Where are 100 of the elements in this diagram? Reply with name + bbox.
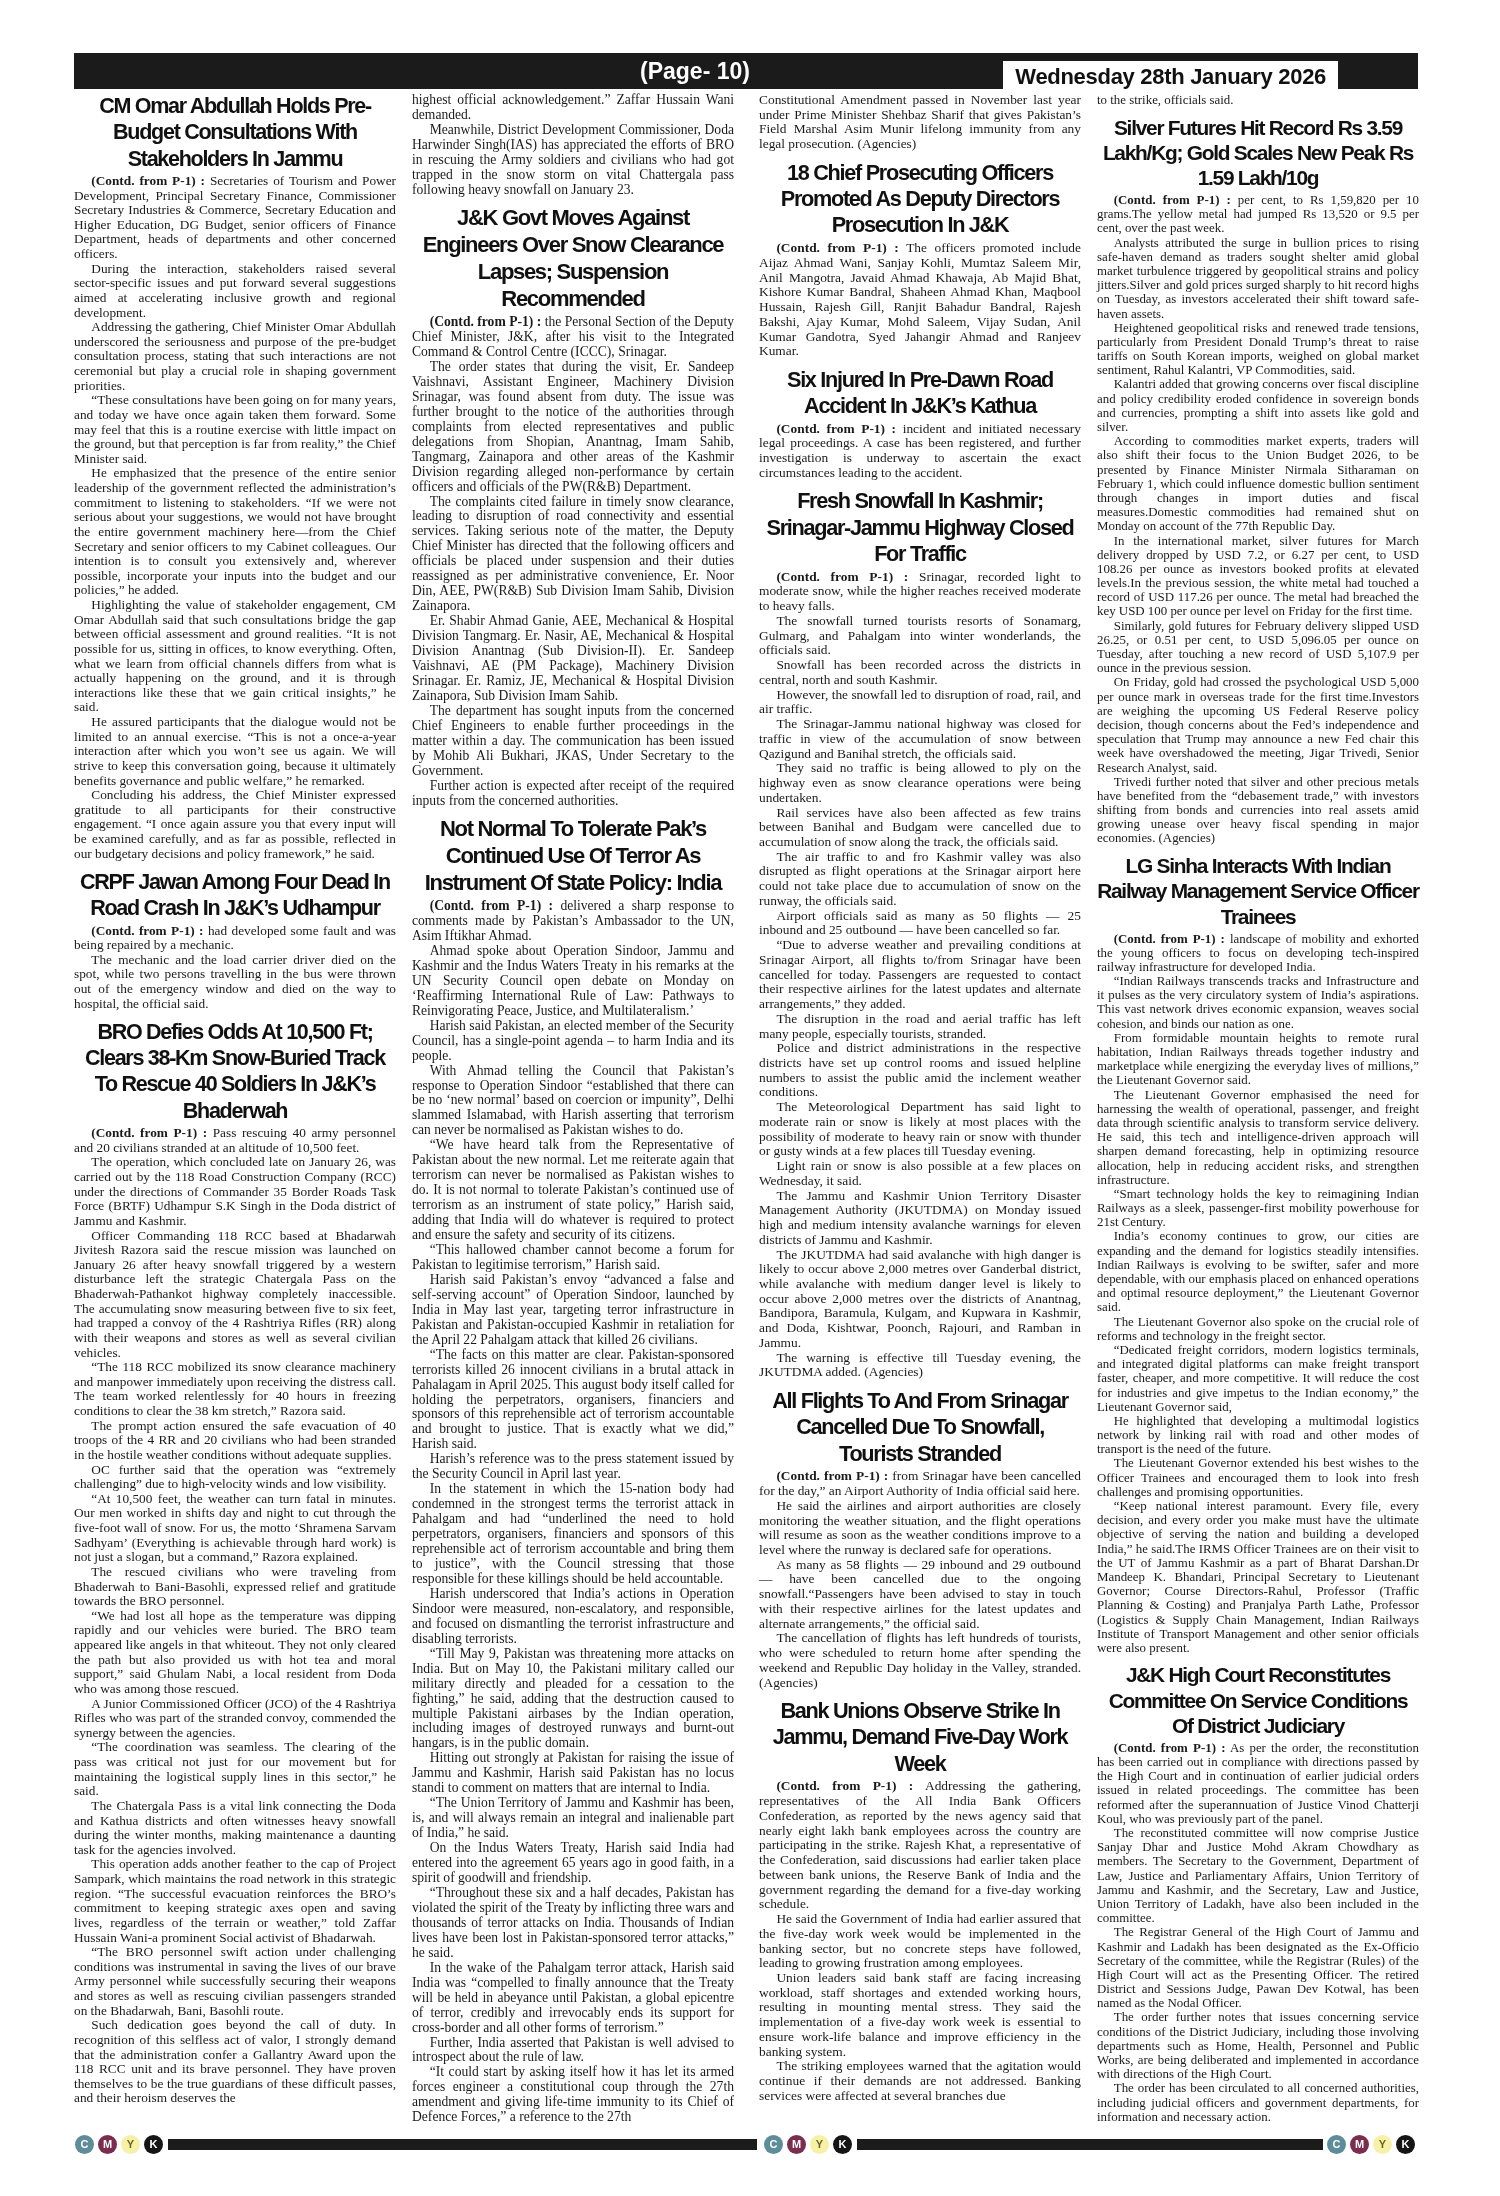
color-registration-mark: K (833, 2135, 852, 2154)
date-label: Wednesday 28th January 2026 (1003, 61, 1338, 90)
article-paragraph: The Lieutenant Governor extended his best wishes to the Officer Trainees and encouraged them to look into fresh challenges and promising opportunities. (1097, 1456, 1419, 1499)
article-paragraph: Heightened geopolitical risks and renewed trade tensions, particularly from President Donald Trump’s threat to raise tariffs on South Korean imports, weighed on global market sentiment, Rahul Kalantri, VP Commodities, said. (1097, 320, 1419, 378)
article-paragraph: (Contd. from P-1) : per cent, to Rs 1,59,820 per 10 grams.The yellow metal had jumped Rs 13,520 or 9.5 per cent, over the past week. (1097, 193, 1419, 236)
article-paragraph: He highlighted that developing a multimodal logistics network by linking rail with road and other modes of transport is the need of the future. (1097, 1413, 1419, 1457)
article-paragraph: The Registrar General of the High Court of Jammu and Kashmir and Ladakh has been designated as the Ex-Officio Secretary of the committee, while the Registrar (Rules) of the High Court will act as the Presenting Officer. The retired District and Sessions Judge, Pawan Dev Kotwal, has been named as the Nodal Officer. (1097, 1925, 1419, 2011)
article-paragraph: In the statement in which the 15-nation body had condemned in the strongest terms the terrorist attack in Pahalgam and had “underlined the need to hold perpetrators, organisers, financiers and sponsors of this reprehensible act of terrorism accountable and bring them to justice”, with the Council stressing that those responsible for these killings should be held accountable. (412, 1482, 734, 1587)
article-paragraph: The rescued civilians who were traveling from Bhaderwah to Bani-Basohli, expressed relief and gratitude towards the BRO personnel. (74, 1564, 396, 1609)
article-paragraph: The snowfall turned tourists resorts of Sonamarg, Gulmarg, and Pahalgam into winter wonderlands, the officials said. (759, 613, 1081, 659)
article-paragraph: The JKUTDMA had said avalanche with high danger is likely to occur above 2,000 metres over Ganderbal district, while avalanche with medium danger level is likely to occur above 2,000 metres over the districts of Anantnag, Bandipora, Baramula, Kulgam, and Kupwara in Kashmir, and Doda, Kishtwar, Poonch, Rajouri, and Ramban in Jammu. (759, 1247, 1081, 1351)
article-paragraph: “The 118 RCC mobilized its snow clearance machinery and manpower immediately upon receiving the distress call. The team worked relentlessly for 40 hours in freezing conditions to clear the 38 km stretch,” Razora said. (74, 1360, 396, 1419)
article-paragraph: The prompt action ensured the safe evacuation of 40 troops of the 4 RR and 20 civilians who had been stranded in the hostile weather conditions without adequate supplies. (74, 1418, 396, 1463)
article-paragraph: “Dedicated freight corridors, modern logistics terminals, and integrated digital platforms can make freight transport faster, cheaper, and more competitive. It will reduce the cost for industries and give impetus to the Indian economy,” the Lieutenant Governor said, (1097, 1342, 1419, 1414)
article-paragraph: (Contd. from P-1) : As per the order, the reconstitution has been carried out in compliance with directions passed by the High Court and in continuation of earlier judicial orders issued in related proceedings. The committee has been reformed after the superannuation of Justice Vinod Chatterji Koul, who was previously part of the panel. (1097, 1740, 1419, 1827)
article-paragraph: They said no traffic is being allowed to ply on the highway even as snow clearance operations were being undertaken. (759, 761, 1081, 806)
article-paragraph: “Throughout these six and a half decades, Pakistan has violated the spirit of the Treaty by inflicting three wars and thousands of terror attacks on India. Thousands of Indian lives have been lost in Pakistan-sponsored terror attacks,” he said. (412, 1885, 734, 1961)
article-paragraph: (Contd. from P-1) : delivered a sharp response to comments made by Pakistan’s Ambassador to the UN, Asim Iftikhar Ahmad. (412, 899, 734, 944)
article-paragraph: Light rain or snow is also possible at a few places on Wednesday, it said. (759, 1159, 1081, 1189)
article-paragraph: The reconstituted committee will now comprise Justice Sanjay Dhar and Justice Mohd Akram Chowdhary as members. The Secretary to the Government, Department of Law, Justice and Parliamentary Affairs, Union Territory of Jammu and Kashmir, and the Secretary, Law and Justice, Union Territory of Ladakh, have also been included in the committee. (1097, 1826, 1419, 1926)
article-paragraph: (Contd. from P-1) : from Srinagar have been cancelled for the day,” an Airport Authority of India official said here. (759, 1469, 1081, 1499)
page-number: (Page- 10) (640, 58, 750, 85)
article-paragraph: Harish’s reference was to the press statement issued by the Security Council in April last year. (412, 1452, 734, 1483)
article-paragraph: Snowfall has been recorded across the districts in central, north and south Kashmir. (759, 658, 1081, 688)
article-paragraph: Kalantri added that growing concerns over fiscal discipline and policy credibility eroded confidence in sovereign bonds and currencies, prompting a shift into assets like gold and silver. (1097, 377, 1419, 435)
article-paragraph: The order further notes that issues concerning service conditions of the District Judiciary, including those involving departments such as Home, Health, Personnel and Public Works, are being deliberated and implemented in accordance with directions of the High Court. (1097, 2010, 1419, 2082)
article-paragraph: In the international market, silver futures for March delivery dropped by USD 7.2, or 6.27 per cent, to USD 108.26 per ounce as investors booked profits at elevated levels.In the previous session, the white metal had touched a record of USD 117.26 per ounce. The metal had breached the key USD 100 per ounce per level on Friday for the first time. (1097, 533, 1419, 619)
article-paragraph: “Till May 9, Pakistan was threatening more attacks on India. But on May 10, the Pakistani military called our military directly and pleaded for a cessation to the fighting,” he said, adding that the destruction caused to multiple Pakistani airbases by the Indian operation, including images of destroyed runways and burnt-out hangars, is in the public domain. (412, 1646, 734, 1751)
article-paragraph: Officer Commanding 118 RCC based at Bhadarwah Jivitesh Razora said the rescue mission was launched on January 26 after heavy snowfall triggered by a western disturbance left the strategic Chatergala Pass on the Bhaderwah-Pathankot highway completely inaccessible. The accumulating snow measuring between five to six feet, had trapped a convoy of the 4 Rashtriya Rifles (RR) along with their weapons and stores as well as several civilian vehicles. (74, 1228, 396, 1361)
headline: CRPF Jawan Among Four Dead In Road Crash In J&K’s Udhampur (79, 868, 391, 922)
color-registration-mark: M (1350, 2135, 1369, 2154)
article-paragraph: “The Union Territory of Jammu and Kashmir has been, is, and will always remain an integral and inalienable part of India,” he said. (412, 1796, 734, 1842)
article-paragraph: He said the Government of India had earlier assured that the five-day work week would be implemented in the banking sector, but no concrete steps have followed, leading to growing frustration among employees. (759, 1912, 1081, 1971)
article-paragraph: The striking employees warned that the agitation would continue if their demands are not addressed. Banking services were affected at several branches due (759, 2059, 1081, 2104)
color-registration-mark: K (144, 2135, 163, 2154)
article-paragraph: (Contd. from P-1) : Secretaries of Tourism and Power Development, Principal Secretary Finance, Commissioner Secretary Industries & Commerce, Secretary Education and Higher Education, DG Budget, senior officers of Finance Department, heads of departments and other concerned officers. (74, 174, 396, 262)
article-paragraph: (Contd. from P-1) : the Personal Section of the Deputy Chief Minister, J&K, after his visit to the Integrated Command & Control Centre (ICCC), Srinagar. (412, 315, 734, 360)
article-paragraph: The warning is effective till Tuesday evening, the JKUTDMA added. (Agencies) (759, 1350, 1081, 1381)
article-paragraph: Rail services have also been affected as few trains between Banihal and Budgam were cancelled due to accumulation of snow along the track, the officials said. (759, 805, 1081, 850)
article-paragraph: Meanwhile, District Development Commissioner, Doda Harwinder Singh(IAS) has appreciated the efforts of BRO in rescuing the Army soldiers and civilians who had got trapped in the snow storm on vital Chattergala pass following heavy snowfall on January 23. (412, 122, 734, 198)
color-registration-mark: C (1327, 2135, 1346, 2154)
article-paragraph: The Lieutenant Governor emphasised the need for harnessing the wealth of operational, passenger, and freight data through scientific analysis to transform service delivery. He said, this tech and intelligence-driven approach will sharpen demand forecasting, help in optimizing resource allocation, help in reducing accident risks, and strengthen infrastructure. (1097, 1087, 1419, 1187)
article-paragraph: He assured participants that the dialogue would not be limited to an annual exercise. “This is not a once-a-year interaction after which you won’t see us again. We will strive to keep this conversation going, because it ultimately benefits governance and public welfare,” he remarked. (74, 715, 396, 789)
article-paragraph: (Contd. from P-1) : incident and initiated necessary legal proceedings. A case has been registered, and further investigation is underway to ascertain the exact circumstances leading to the accident. (759, 421, 1081, 481)
article-paragraph: “We have heard talk from the Representative of Pakistan about the new normal. Let me reiterate again that terrorism can never be normalised as Pakistan wishes to do. It is not normal to tolerate Pakistan’s continued use of terrorism as an instrument of state policy,” Harish said, adding that India will do whatever is required to protect and ensure the safety and security of its citizens. (412, 1138, 734, 1243)
article-paragraph: OC further said that the operation was “extremely challenging” due to high-velocity winds and low visibility. (74, 1462, 396, 1492)
article-paragraph: “The facts on this matter are clear. Pakistan-sponsored terrorists killed 26 innocent civilians in a brutal attack in Pahalagam in April 2025. This august body itself called for holding the perpetrators, organisers, financiers and sponsors of this reprehensible act of terrorism accountable and brought to justice. That is exactly what we did,” Harish said. (412, 1347, 734, 1452)
article-paragraph: The complaints cited failure in timely snow clearance, leading to disruption of road connectivity and essential services. Taking serious note of the matter, the Deputy Chief Minister has directed that the following officers and officials be placed under suspension and their duties reassigned as per administrative convenience, Er. Noor Din, AEE, PW(R&B) Sub Division Imam Sahib, Division Zainapora. (412, 494, 734, 615)
article-paragraph: Further, India asserted that Pakistan is well advised to introspect about the rule of law. (412, 2035, 734, 2065)
headline: J&K High Court Reconstitutes Committee On Service Conditions Of District Judiciary (1107, 1662, 1409, 1739)
color-registration-mark: C (75, 2135, 94, 2154)
article-paragraph: As many as 58 flights — 29 inbound and 29 outbound — have been cancelled due to the ongoing snowfall.“Passengers have been advised to stay in touch with their respective airlines for the latest updates and alternate arrangements,” the official said. (759, 1557, 1081, 1632)
headline: Fresh Snowfall In Kashmir; Srinagar-Jammu Highway Closed For Traffic (765, 488, 1075, 568)
article-paragraph: According to commodities market experts, traders will also shift their focus to the Union Budget 2026, to be presented by Finance Minister Nirmala Sitharaman on February 1, which could influence domestic bullion sentiment through changes in import duties and fiscal measures.Domestic commodities had remained shut on Monday on account of the 77th Republic Day. (1097, 434, 1419, 534)
headline: Bank Unions Observe Strike In Jammu, Demand Five-Day Work Week (771, 1697, 1069, 1778)
article-paragraph: Police and district administrations in the respective districts have set up control rooms and issued helpline numbers to assist the public amid the inclement weather conditions. (759, 1041, 1081, 1101)
article-paragraph: India’s economy continues to grow, our cities are expanding and the demand for logistics steadily intensifies. Indian Railways is evolving to be swifter, safer and more dependable, with our emphasis placed on enhanced operations and optimal resource deployment,” the Lieutenant Governor said. (1097, 1229, 1419, 1315)
article-paragraph: “This hallowed chamber cannot become a forum for Pakistan to legitimise terrorism,” Harish said. (412, 1243, 734, 1273)
article-paragraph: The mechanic and the load carrier driver died on the spot, while two persons travelling in the bus were thrown out of the emergency window and died on the way to hospital, the official said. (74, 952, 396, 1012)
article-paragraph: A Junior Commissioned Officer (JCO) of the 4 Rashtriya Rifles who was part of the stranded convoy, commended the synergy between the agencies. (74, 1696, 396, 1741)
headline: LG Sinha Interacts With Indian Railway Management Service Officer Trainees (1097, 852, 1419, 930)
article-paragraph: Highlighting the value of stakeholder engagement, CM Omar Abdullah said that such consultations bridge the gap between official assessment and ground realities. “It is not possible for us, sitting in offices, to know everything. Often, what we learn from official channels differs from what is actually happening on the ground, and it is through interactions like these that we gain critical insights,” he said. (74, 598, 396, 716)
article-paragraph: In the wake of the Pahalgam terror attack, Harish said India was “compelled to finally announce that the Treaty will be held in abeyance until Pakistan, a global epicentre of terror, credibly and irrevocably ends its support for cross-border and all other forms of terrorism.” (412, 1960, 734, 2036)
article-paragraph: The disruption in the road and aerial traffic has left many people, especially tourists, stranded. (759, 1011, 1081, 1042)
article-paragraph: From formidable mountain heights to remote rural habitation, Indian Railways threads together industry and marketplace while energizing the everyday lives of millions,” the Lieutenant Governor said. (1097, 1030, 1419, 1088)
color-registration-mark: Y (810, 2135, 829, 2154)
article-paragraph: highest official acknowledgement.” Zaffar Hussain Wani demanded. (412, 93, 734, 123)
article-paragraph: (Contd. from P-1) : Pass rescuing 40 army personnel and 20 civilians stranded at an altitude of 10,500 feet. (74, 1126, 396, 1156)
color-registration-mark: M (787, 2135, 806, 2154)
article-paragraph: The Jammu and Kashmir Union Territory Disaster Management Authority (JKUTDMA) on Monday issued high and medium intensity avalanche warnings for eleven districts of Jammu and Kashmir. (759, 1188, 1081, 1248)
article-paragraph: “At 10,500 feet, the weather can turn fatal in minutes. Our men worked in shifts day and night to cut through the five-foot wall of snow. For us, the motto ‘Shramena Sarvam Sadhyam’ (Everything is achievable through hard work) is not just a slogan, but a command,” Razora explained. (74, 1491, 396, 1565)
article-paragraph: Further action is expected after receipt of the required inputs from the concerned authorities. (412, 778, 734, 809)
article-paragraph: The department has sought inputs from the concerned Chief Engineers to enable further proceedings in the matter within a day. The communication has been issued by Mohib Ali Bukhari, JKAS, Under Secretary to the Government. (412, 703, 734, 779)
article-paragraph: This operation adds another feather to the cap of Project Sampark, which maintains the road network in this strategic region. “The successful evacuation reinforces the BRO’s commitment to keeping strategic axes open and saving lives, regardless of the terrain or weather,” told Zaffar Hussain Wani-a prominent Social activist of Bhadarwah. (74, 1857, 396, 1946)
article-paragraph: (Contd. from P-1) : The officers promoted include Aijaz Ahmad Wani, Sanjay Kohli, Mumtaz Saleem Mir, Anil Mangotra, Javaid Ahmad Khawaja, Ab Majid Bhat, Kishore Kumar Bandral, Shaheen Ahmad Khan, Maqbool Hussain, Rajesh Gill, Ranjit Bahadur Bandral, Rajesh Bakshi, Ajay Kumar, Mohd Saleem, Vijay Sudan, Anil Kumar Gandotra, Syed Jahangir Ahmad and Ranjeev Kumar. (759, 241, 1081, 359)
article-paragraph: Addressing the gathering, Chief Minister Omar Abdullah underscored the seriousness and purpose of the pre-budget consultation process, stating that such interactions are not ceremonial but play a crucial role in shaping government priorities. (74, 320, 396, 394)
headline: All Flights To And From Srinagar Cancelled Due To Snowfall, Tourists Stranded (771, 1387, 1070, 1468)
article-paragraph: On the Indus Waters Treaty, Harish said India had entered into the agreement 65 years ago in good faith, in a spirit of goodwill and friendship. (412, 1841, 734, 1886)
article-paragraph: (Contd. from P-1) : had developed some fault and was being repaired by a mechanic. (74, 923, 396, 953)
article-paragraph: Such dedication goes beyond the call of duty. In recognition of this selfless act of valor, I strongly demand that the administration confer a Gallantry Award upon the 118 RCC unit and its brave personnel. They have proven themselves to be the true guardians of these difficult passes, and their heroism deserves the (74, 2018, 396, 2106)
headline: BRO Defies Odds At 10,500 Ft; Clears 38-Km Snow-Buried Track To Rescue 40 Soldiers In J&K’s Bhaderwah (84, 1018, 387, 1124)
article-paragraph: (Contd. from P-1) : Srinagar, recorded light to moderate snow, while the higher reaches received moderate to heavy falls. (759, 569, 1081, 614)
article-paragraph: Harish said Pakistan, an elected member of the Security Council, has a single-point agenda – to harm India and its people. (412, 1018, 734, 1064)
article-paragraph: “The coordination was seamless. The clearing of the pass was critical not just for our movement but for maintaining the logistical supply lines in this sector,” he said. (74, 1740, 396, 1799)
article-paragraph: The Meteorological Department has said light to moderate rain or snow is likely at most places with the possibility of moderate to heavy rain or snow with thunder or gusty winds at a few places till Tuesday evening. (759, 1100, 1081, 1160)
headline: Not Normal To Tolerate Pak’s Continued Use Of Terror As Instrument Of State Policy: India (423, 816, 723, 897)
color-registration-mark: Y (121, 2135, 140, 2154)
article-paragraph: Er. Shabir Ahmad Ganie, AEE, Mechanical & Hospital Division Tangmarg. Er. Nasir, AE, Mechanical & Hospital Division Anantnag (Sub Division-II). Er. Sandeep Vaishnavi, AE (PM Package), Machinery Division Srinagar. Er. Ramiz, JE, Mechanical & Hospital Division Zainapora, Sub Division Imam Sahib. (412, 614, 734, 704)
article-paragraph: He said the airlines and airport authorities are closely monitoring the weather situation, and the flight operations will resume as soon as the weather conditions improve to a level where the runway is declared safe for operations. (759, 1498, 1081, 1558)
article-paragraph: Concluding his address, the Chief Minister expressed gratitude to all participants for their constructive engagement. “I once again assure you that every input will be examined carefully, and as far as possible, reflected in our budgetary decisions and policy framework,” he said. (74, 788, 396, 862)
headline: J&K Govt Moves Against Engineers Over Snow Clearance Lapses; Suspension Recommended (421, 205, 725, 313)
color-registration-mark: K (1396, 2135, 1415, 2154)
article-paragraph: Analysts attributed the surge in bullion prices to rising safe-haven demand as traders sought shelter amid global market turbulence triggered by geopolitical strains and policy jitters.Silver and gold prices surged sharply to hit record highs on Tuesday, as investors accelerated their shift toward safe-haven assets. (1097, 235, 1419, 321)
article-paragraph: “These consultations have been going on for many years, and today we have once again taken them forward. Some may feel that this is a routine exercise with little impact on the ground, but that perception is far from reality,” the Chief Minister said. (74, 393, 396, 467)
article-paragraph: The order has been circulated to all concerned authorities, including judicial officers and government departments, for information and necessary action. (1097, 2081, 1419, 2124)
article-paragraph: “It could start by asking itself how it has let its armed forces engineer a constitutional coup through the 27th amendment and giving life-time immunity to its Chief of Defence Forces,” a reference to the 27th (412, 2065, 734, 2126)
article-paragraph: The operation, which concluded late on January 26, was carried out by the 118 Road Construction Company (RCC) under the directions of Commander 35 Border Roads Task Force (BRTF) Udhampur S.K Singh in the Doda district of Jammu and Kashmir. (74, 1155, 396, 1229)
article-paragraph: Similarly, gold futures for February delivery slipped USD 26.25, or 0.51 per cent, to USD 5,096.05 per ounce on Tuesday, after touching a new record of USD 5,107.9 per ounce in the previous session. (1097, 618, 1419, 676)
article-paragraph: Harish underscored that India’s actions in Operation Sindoor were measured, non-escalatory, and responsible, and focused on dismantling the terrorist infrastructure and disabling terrorists. (412, 1586, 734, 1647)
headline: Six Injured In Pre-Dawn Road Accident In J&K’s Kathua (786, 366, 1054, 420)
